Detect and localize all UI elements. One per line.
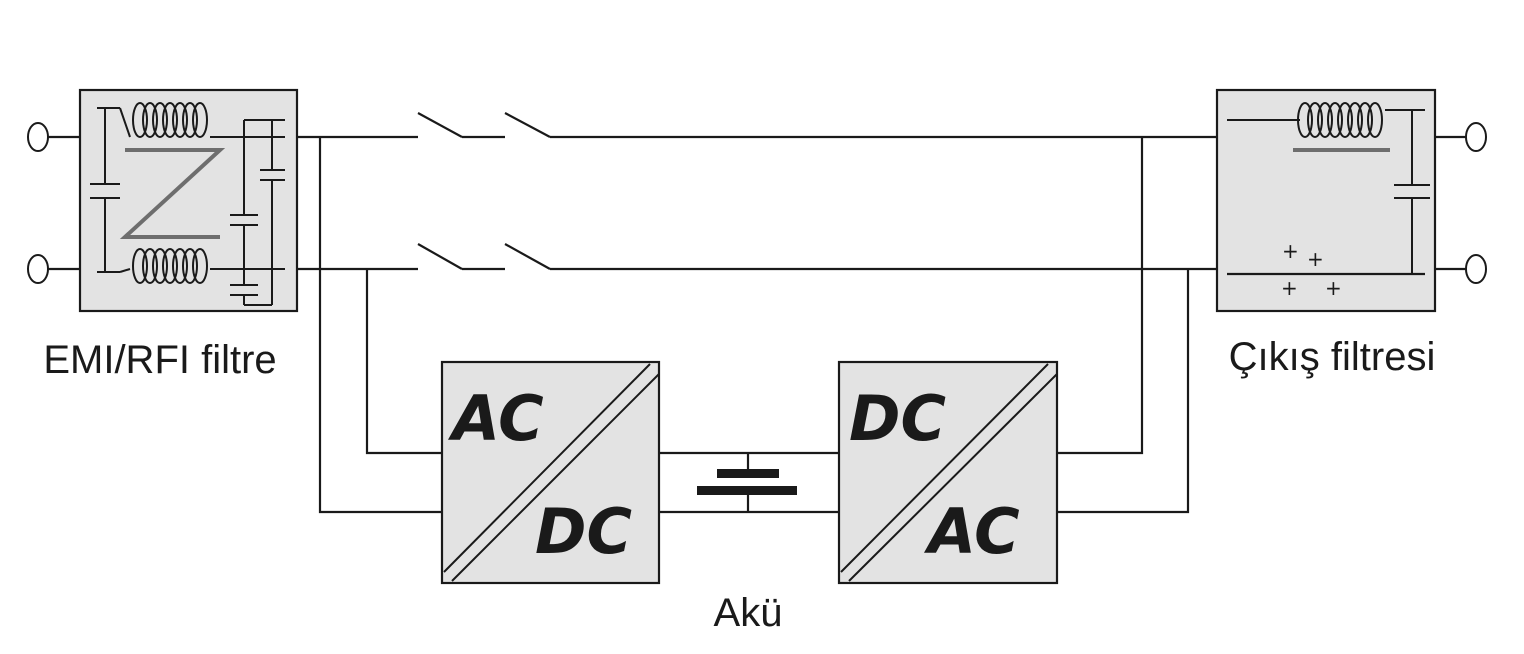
bypass-lines xyxy=(297,112,1217,271)
output-filter-label: Çıkış filtresi xyxy=(1229,335,1436,379)
battery-symbol xyxy=(697,453,797,512)
output-terminal-bottom xyxy=(1465,254,1487,284)
input-terminals xyxy=(27,122,80,284)
inverter-top-label: DC xyxy=(849,382,946,455)
inverter-dc-ac: DC AC xyxy=(837,360,1059,585)
emi-top-inductor xyxy=(132,102,208,138)
input-terminal-top xyxy=(27,122,49,152)
dc-link: Akü xyxy=(659,451,839,635)
rectifier-top-label: AC xyxy=(447,382,544,455)
bypass-switch-2-top xyxy=(504,112,551,138)
rectifier-ac-dc: AC DC xyxy=(440,360,661,585)
output-inductor xyxy=(1297,102,1383,138)
bypass-switch-1-top xyxy=(417,112,463,138)
inverter-output-feed xyxy=(1057,137,1190,514)
rectifier-feed xyxy=(318,137,442,514)
emi-rfi-filter xyxy=(78,88,299,313)
inverter-bottom-label: AC xyxy=(923,495,1020,568)
plus-sign: + xyxy=(1282,239,1299,263)
emi-filter-label: EMI/RFI filtre xyxy=(43,338,276,382)
output-terminals xyxy=(1435,122,1487,284)
plus-sign: + xyxy=(1281,276,1298,300)
emi-bottom-inductor xyxy=(132,248,208,284)
output-filter: + + + + xyxy=(1215,88,1437,313)
rectifier-bottom-label: DC xyxy=(535,495,632,568)
bypass-switch-2-bottom xyxy=(504,243,551,270)
plus-sign: + xyxy=(1307,247,1324,271)
battery-label: Akü xyxy=(714,591,783,635)
bypass-switch-1-bottom xyxy=(417,243,463,270)
output-terminal-top xyxy=(1465,122,1487,152)
input-terminal-bottom xyxy=(27,254,49,284)
plus-sign: + xyxy=(1325,276,1342,300)
